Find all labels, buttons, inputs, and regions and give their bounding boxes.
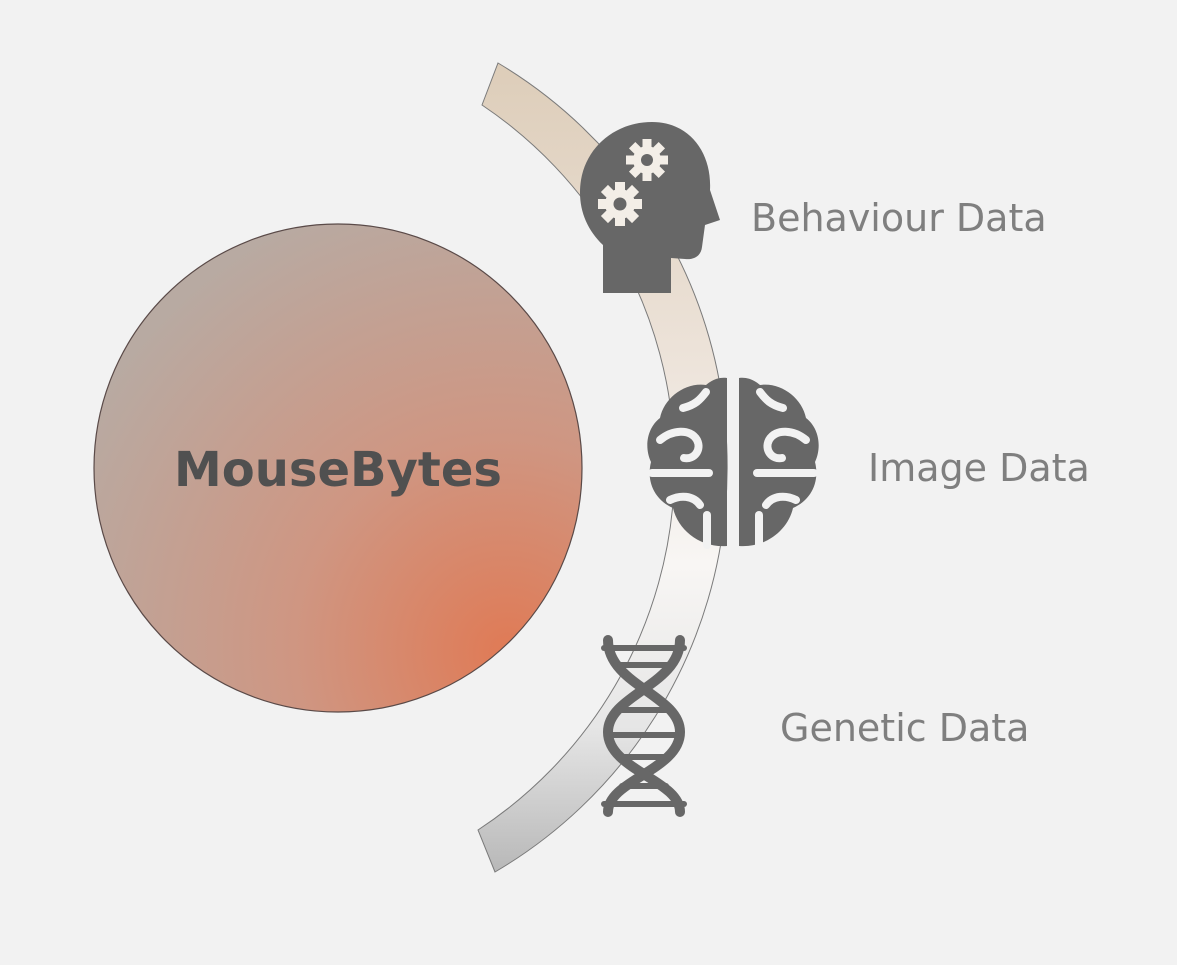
brain-icon xyxy=(647,377,819,549)
center-node: MouseBytes xyxy=(93,223,583,713)
center-circle xyxy=(93,223,583,713)
dna-icon xyxy=(601,635,687,817)
genetic-data-label: Genetic Data xyxy=(780,706,1029,750)
behaviour-data-label: Behaviour Data xyxy=(751,196,1047,240)
center-label: MouseBytes xyxy=(174,442,502,498)
image-data-label: Image Data xyxy=(868,446,1090,490)
head-gears-icon xyxy=(579,122,720,293)
